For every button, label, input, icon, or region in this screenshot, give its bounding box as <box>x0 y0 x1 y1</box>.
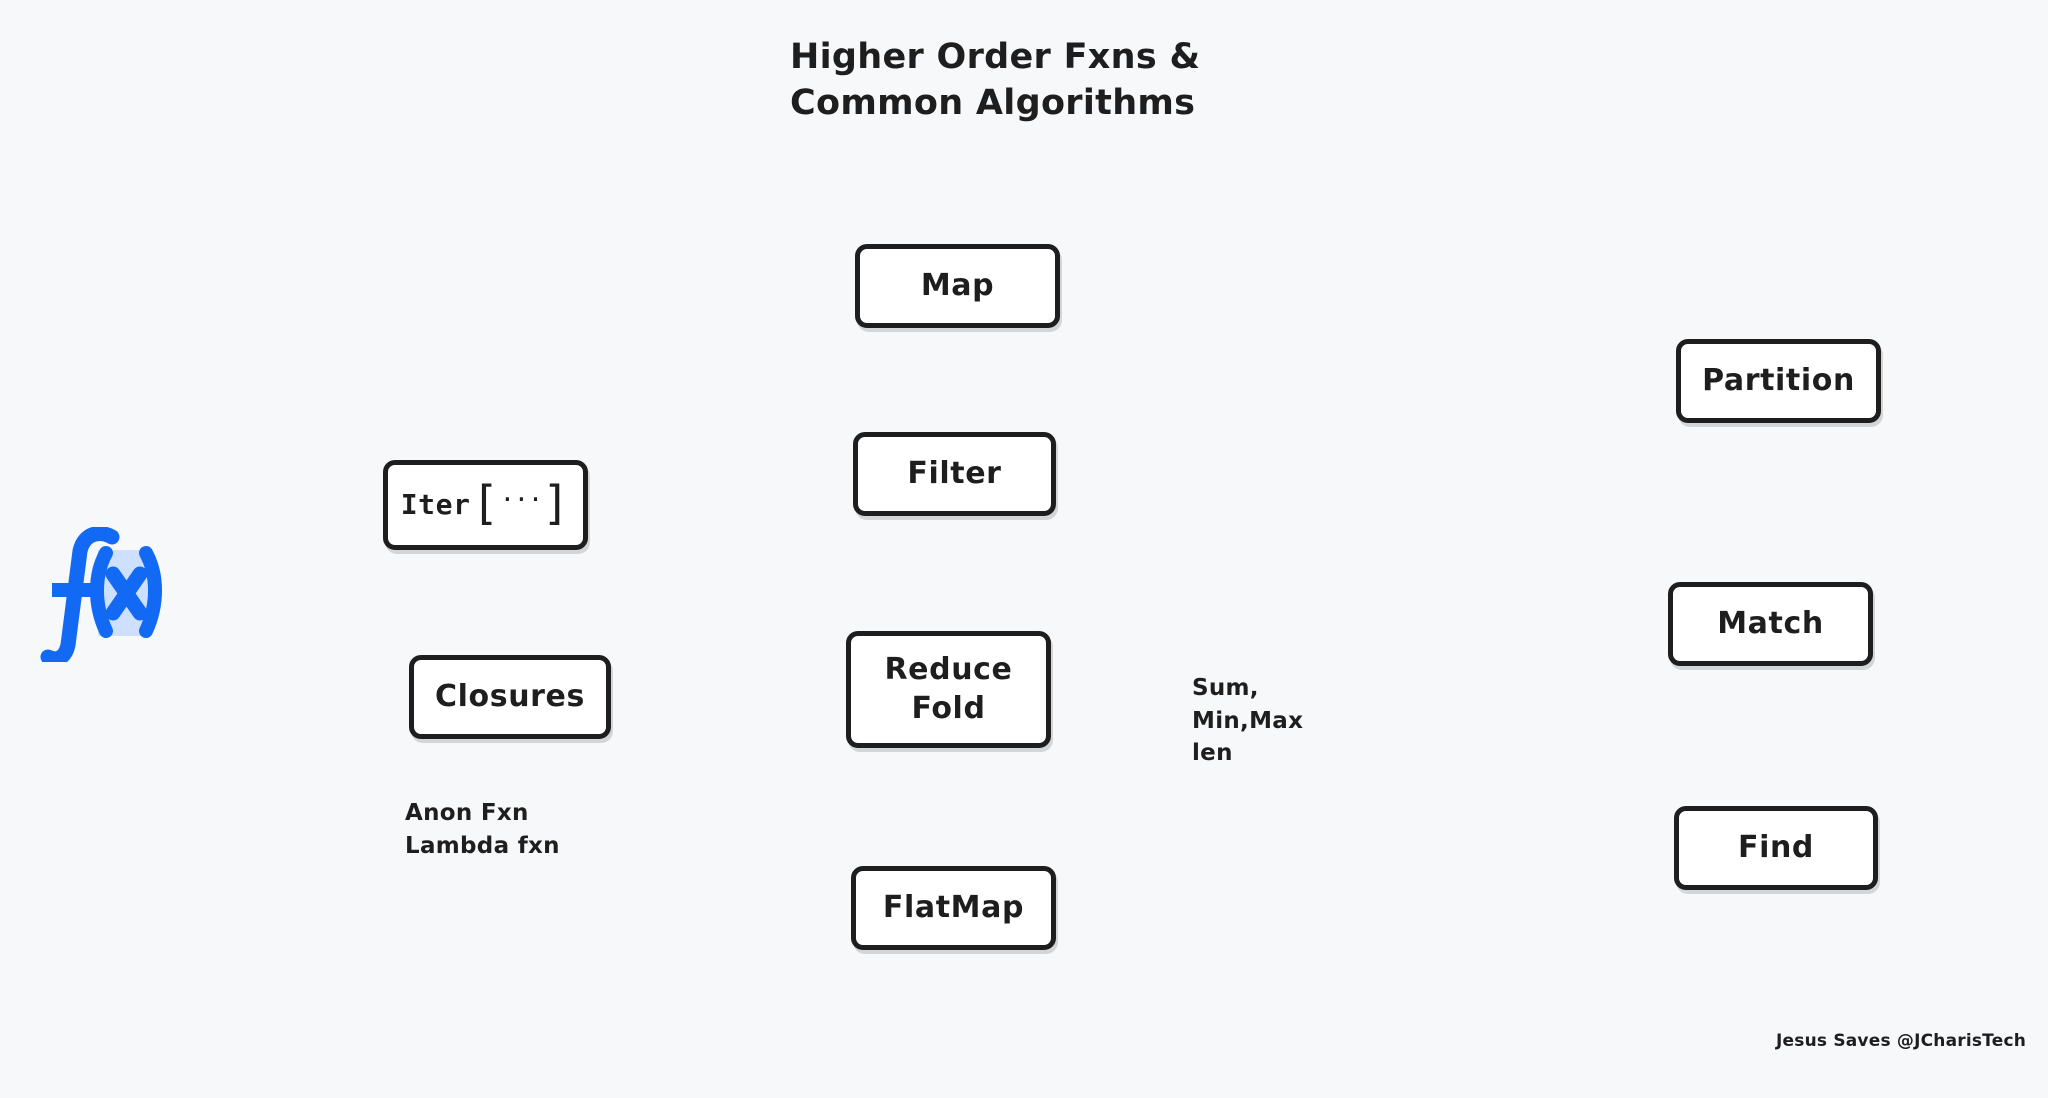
bracket-open: [ <box>471 476 500 531</box>
node-find-label: Find <box>1737 829 1814 865</box>
node-filter-label: Filter <box>907 455 1002 491</box>
node-reduce-fold[interactable]: Reduce Fold <box>846 631 1051 748</box>
node-map-label: Map <box>920 267 995 303</box>
footer-credit: Jesus Saves @JCharisTech <box>1776 1031 2027 1051</box>
bracket-close: ] <box>542 476 571 531</box>
page-title: Higher Order Fxns & Common Algorithms <box>790 37 1201 124</box>
node-flatmap-label: FlatMap <box>882 889 1025 925</box>
note-anon-lambda: Anon Fxn Lambda fxn <box>405 800 560 859</box>
node-match-label: Match <box>1717 605 1824 641</box>
node-partition[interactable]: Partition <box>1676 339 1881 423</box>
node-flatmap[interactable]: FlatMap <box>851 866 1056 950</box>
node-find[interactable]: Find <box>1674 806 1878 890</box>
node-partition-label: Partition <box>1702 362 1855 398</box>
node-closures[interactable]: Closures <box>409 655 611 739</box>
note-aggregations: Sum, Min,Max len <box>1192 675 1304 767</box>
node-closures-label: Closures <box>435 678 585 714</box>
node-iter-label: Iter[···] <box>400 476 571 531</box>
bracket-dots: ··· <box>499 485 543 515</box>
iter-brackets-icon: [···] <box>471 476 571 531</box>
node-map[interactable]: Map <box>855 244 1060 328</box>
node-iter[interactable]: Iter[···] <box>383 460 588 550</box>
node-iter-text: Iter <box>400 488 471 522</box>
node-filter[interactable]: Filter <box>853 432 1056 516</box>
node-reduce-fold-label: Reduce Fold <box>884 652 1013 726</box>
node-match[interactable]: Match <box>1668 582 1873 666</box>
fx-logo <box>34 526 194 667</box>
